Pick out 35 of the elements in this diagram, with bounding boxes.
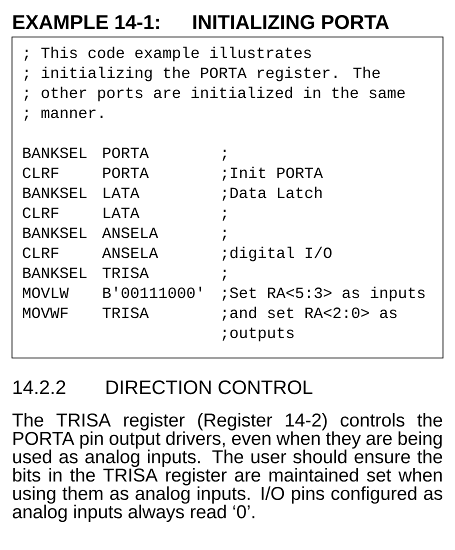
code-instruction: BANKSEL	[23, 228, 87, 238]
code-operand: TRISA	[102, 308, 149, 318]
code-comment: ;	[222, 230, 226, 241]
code-comment: ; This code example illustrates	[24, 46, 311, 62]
code-comment: ; manner.	[24, 110, 102, 121]
code-operand: B'00111000'	[103, 286, 202, 298]
code-instruction: CLRF	[22, 248, 58, 258]
section-number: 14.2.2	[14, 380, 66, 394]
section-heading: DIRECTION CONTROL	[106, 380, 312, 394]
body-paragraph: The TRISA register (Register 14-2) controls the PORTA pin output drivers, even when they are being used as analog inputs. The user should ensure the bits in the TRISA register are maintained set when using them as analog inputs. I/O pins configured as analog inputs always read ‘0’.	[12, 413, 442, 522]
code-operand: LATA	[104, 208, 140, 218]
code-instruction: BANKSEL	[23, 268, 87, 278]
code-instruction: MOVWF	[22, 308, 68, 318]
code-comment: ;and set RA<2:0> as ;outputs	[222, 306, 397, 342]
code-comment: ;	[222, 270, 226, 281]
code-comment: ; initializing the PORTA register. The	[24, 66, 380, 82]
code-comment: ;digital I/O	[222, 246, 332, 262]
code-comment: ;Init PORTA	[222, 166, 323, 181]
code-operand: ANSELA	[102, 248, 158, 258]
code-instruction: BANKSEL	[23, 188, 87, 198]
code-comment: ;	[222, 150, 226, 161]
code-comment: ;Set RA<5:3> as inputs	[222, 286, 425, 302]
code-box	[12, 36, 444, 358]
code-operand: TRISA	[102, 268, 149, 278]
code-instruction: MOVLW	[22, 288, 69, 298]
code-comment: ; other ports are initialized in the same	[24, 86, 405, 102]
code-operand: ANSELA	[102, 228, 158, 238]
code-operand: PORTA	[103, 168, 149, 178]
code-instruction: CLRF	[22, 168, 58, 178]
code-operand: PORTA	[103, 148, 149, 158]
code-instruction: CLRF	[22, 208, 58, 218]
code-comment: ;Data Latch	[222, 186, 322, 201]
code-instruction: BANKSEL	[23, 148, 87, 158]
code-comment: ;	[222, 210, 226, 221]
code-operand: LATA	[104, 188, 140, 198]
